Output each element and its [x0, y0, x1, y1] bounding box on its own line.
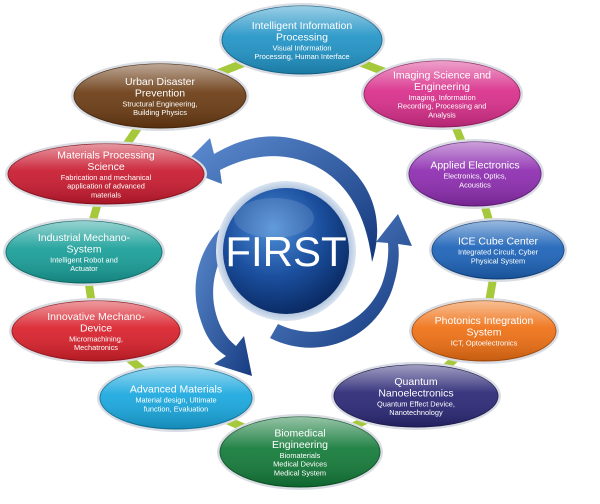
- node-gloss: [412, 301, 556, 361]
- node-subtitle: Intelligent Robot and: [50, 255, 118, 264]
- arrow-lower-left: [195, 205, 262, 376]
- node-subtitle: Recording, Processing and: [398, 102, 487, 111]
- node-gloss: [432, 221, 564, 279]
- center-hub: FIRST: [216, 181, 356, 321]
- node-title: System: [466, 327, 501, 339]
- node-subtitle: Micromachining,: [69, 334, 123, 343]
- node-title: Biomedical: [274, 428, 325, 440]
- node-subtitle: application of advanced: [67, 182, 145, 191]
- node-subtitle: Biomaterials: [280, 451, 321, 460]
- node-title: Imaging Science and: [393, 70, 491, 82]
- node-subtitle: Nanotechnology: [389, 408, 443, 417]
- node-title: Materials Processing: [57, 150, 155, 162]
- node-title: ICE Cube Center: [458, 236, 538, 248]
- node-title: System: [66, 243, 101, 255]
- node-title: Innovative Mechano-: [47, 311, 145, 323]
- node-gloss: [74, 64, 246, 128]
- node-subtitle: Fabrication and mechanical: [61, 173, 152, 182]
- node-subtitle: Integrated Circuit, Cyber: [458, 248, 539, 257]
- node-title: Science: [87, 161, 125, 173]
- center-label: FIRST: [225, 228, 346, 275]
- node-title: Engineering: [414, 81, 470, 93]
- node-gloss: [220, 417, 380, 487]
- node-gloss: [6, 221, 162, 283]
- node-subtitle: Electronics, Optics,: [443, 172, 506, 181]
- node-gloss: [334, 365, 498, 427]
- node-title: Photonics Integration: [435, 315, 534, 327]
- node-subtitle: Processing, Human Interface: [254, 52, 349, 61]
- node-gloss: [409, 142, 541, 206]
- research-areas: Intelligent InformationProcessingVisual …: [3, 3, 567, 490]
- node-title: Engineering: [272, 439, 328, 451]
- node-gloss: [8, 144, 204, 204]
- node-title: Urban Disaster: [125, 76, 196, 88]
- node-subtitle: Analysis: [428, 110, 456, 119]
- node-subtitle: Structural Engineering,: [122, 99, 197, 108]
- node-subtitle: Quantum Effect Device,: [377, 399, 455, 408]
- node-gloss: [364, 61, 520, 127]
- node-subtitle: function, Evaluation: [144, 404, 209, 413]
- node-imd: Innovative Mechano-DeviceMicromachining,…: [9, 298, 183, 364]
- node-subtitle: Medical Devices: [273, 460, 327, 469]
- node-title: Industrial Mechano-: [38, 232, 131, 244]
- node-subtitle: materials: [91, 190, 121, 199]
- node-subtitle: Physical System: [471, 256, 525, 265]
- node-title: Nanoelectronics: [378, 387, 453, 399]
- node-subtitle: Medical System: [274, 468, 326, 477]
- arrow-right: [270, 214, 412, 348]
- node-gloss: [12, 301, 180, 361]
- node-subtitle: Acoustics: [459, 180, 491, 189]
- node-title: Device: [80, 322, 112, 334]
- node-title: Prevention: [135, 87, 185, 99]
- node-title: Processing: [276, 31, 328, 43]
- cycle-arrows: [180, 136, 412, 376]
- node-subtitle: Actuator: [70, 264, 98, 273]
- node-subtitle: Imaging, Information: [408, 93, 475, 102]
- node-subtitle: Material design, Ultimate: [135, 396, 216, 405]
- node-title: Intelligent Information: [252, 20, 353, 32]
- arrow-upper-left: [180, 136, 378, 262]
- node-title: Applied Electronics: [430, 160, 519, 172]
- node-gloss: [222, 6, 382, 74]
- node-subtitle: Mechatronics: [74, 343, 118, 352]
- node-subtitle: ICT, Optoelectronics: [451, 339, 518, 348]
- node-subtitle: Building Physics: [133, 108, 187, 117]
- node-title: Quantum: [394, 376, 437, 388]
- node-subtitle: Visual Information: [272, 43, 331, 52]
- node-title: Advanced Materials: [130, 384, 222, 396]
- node-be: BiomedicalEngineeringBiomaterialsMedical…: [217, 414, 383, 490]
- node-gloss: [100, 367, 252, 429]
- node-iip: Intelligent InformationProcessingVisual …: [219, 3, 385, 77]
